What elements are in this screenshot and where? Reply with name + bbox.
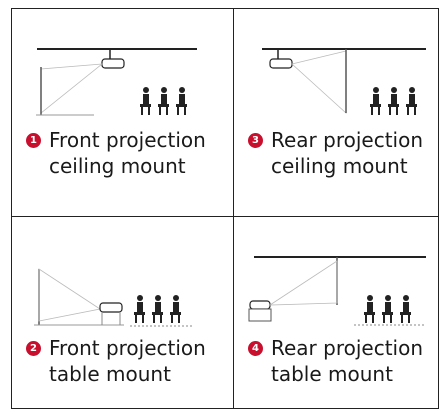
caption-line: Front projection [49, 336, 206, 360]
caption-line: Front projection [49, 128, 206, 152]
number-badge: 4 [248, 341, 263, 356]
caption-line: ceiling mount [49, 154, 186, 178]
caption-rear-ceiling: 3 Rear projection ceiling mount [248, 127, 423, 179]
projection-mount-grid: 1 Front projection ceiling mount 3 Rear … [11, 8, 439, 409]
number-badge: 2 [26, 341, 41, 356]
front-table-illustration [34, 268, 194, 327]
number-badge: 3 [248, 133, 263, 148]
panel-rear-table: 4 Rear projection table mount [233, 216, 439, 409]
caption-rear-table: 4 Rear projection table mount [248, 335, 423, 387]
caption-line: Rear projection [271, 336, 424, 360]
audience-icon [134, 295, 181, 323]
caption-front-ceiling: 1 Front projection ceiling mount [26, 127, 206, 179]
audience-icon [140, 87, 187, 115]
audience-icon [370, 87, 417, 115]
panel-rear-ceiling: 3 Rear projection ceiling mount [233, 8, 439, 216]
caption-line: ceiling mount [271, 154, 408, 178]
front-ceiling-illustration [36, 48, 197, 116]
rear-ceiling-illustration [262, 48, 426, 115]
caption-front-table: 2 Front projection table mount [26, 335, 206, 387]
caption-line: table mount [49, 362, 171, 386]
audience-icon [364, 295, 411, 323]
number-badge: 1 [26, 133, 41, 148]
caption-line: table mount [271, 362, 393, 386]
panel-front-table: 2 Front projection table mount [11, 216, 233, 409]
panel-front-ceiling: 1 Front projection ceiling mount [11, 8, 233, 216]
caption-line: Rear projection [271, 128, 424, 152]
rear-table-illustration [248, 256, 426, 326]
